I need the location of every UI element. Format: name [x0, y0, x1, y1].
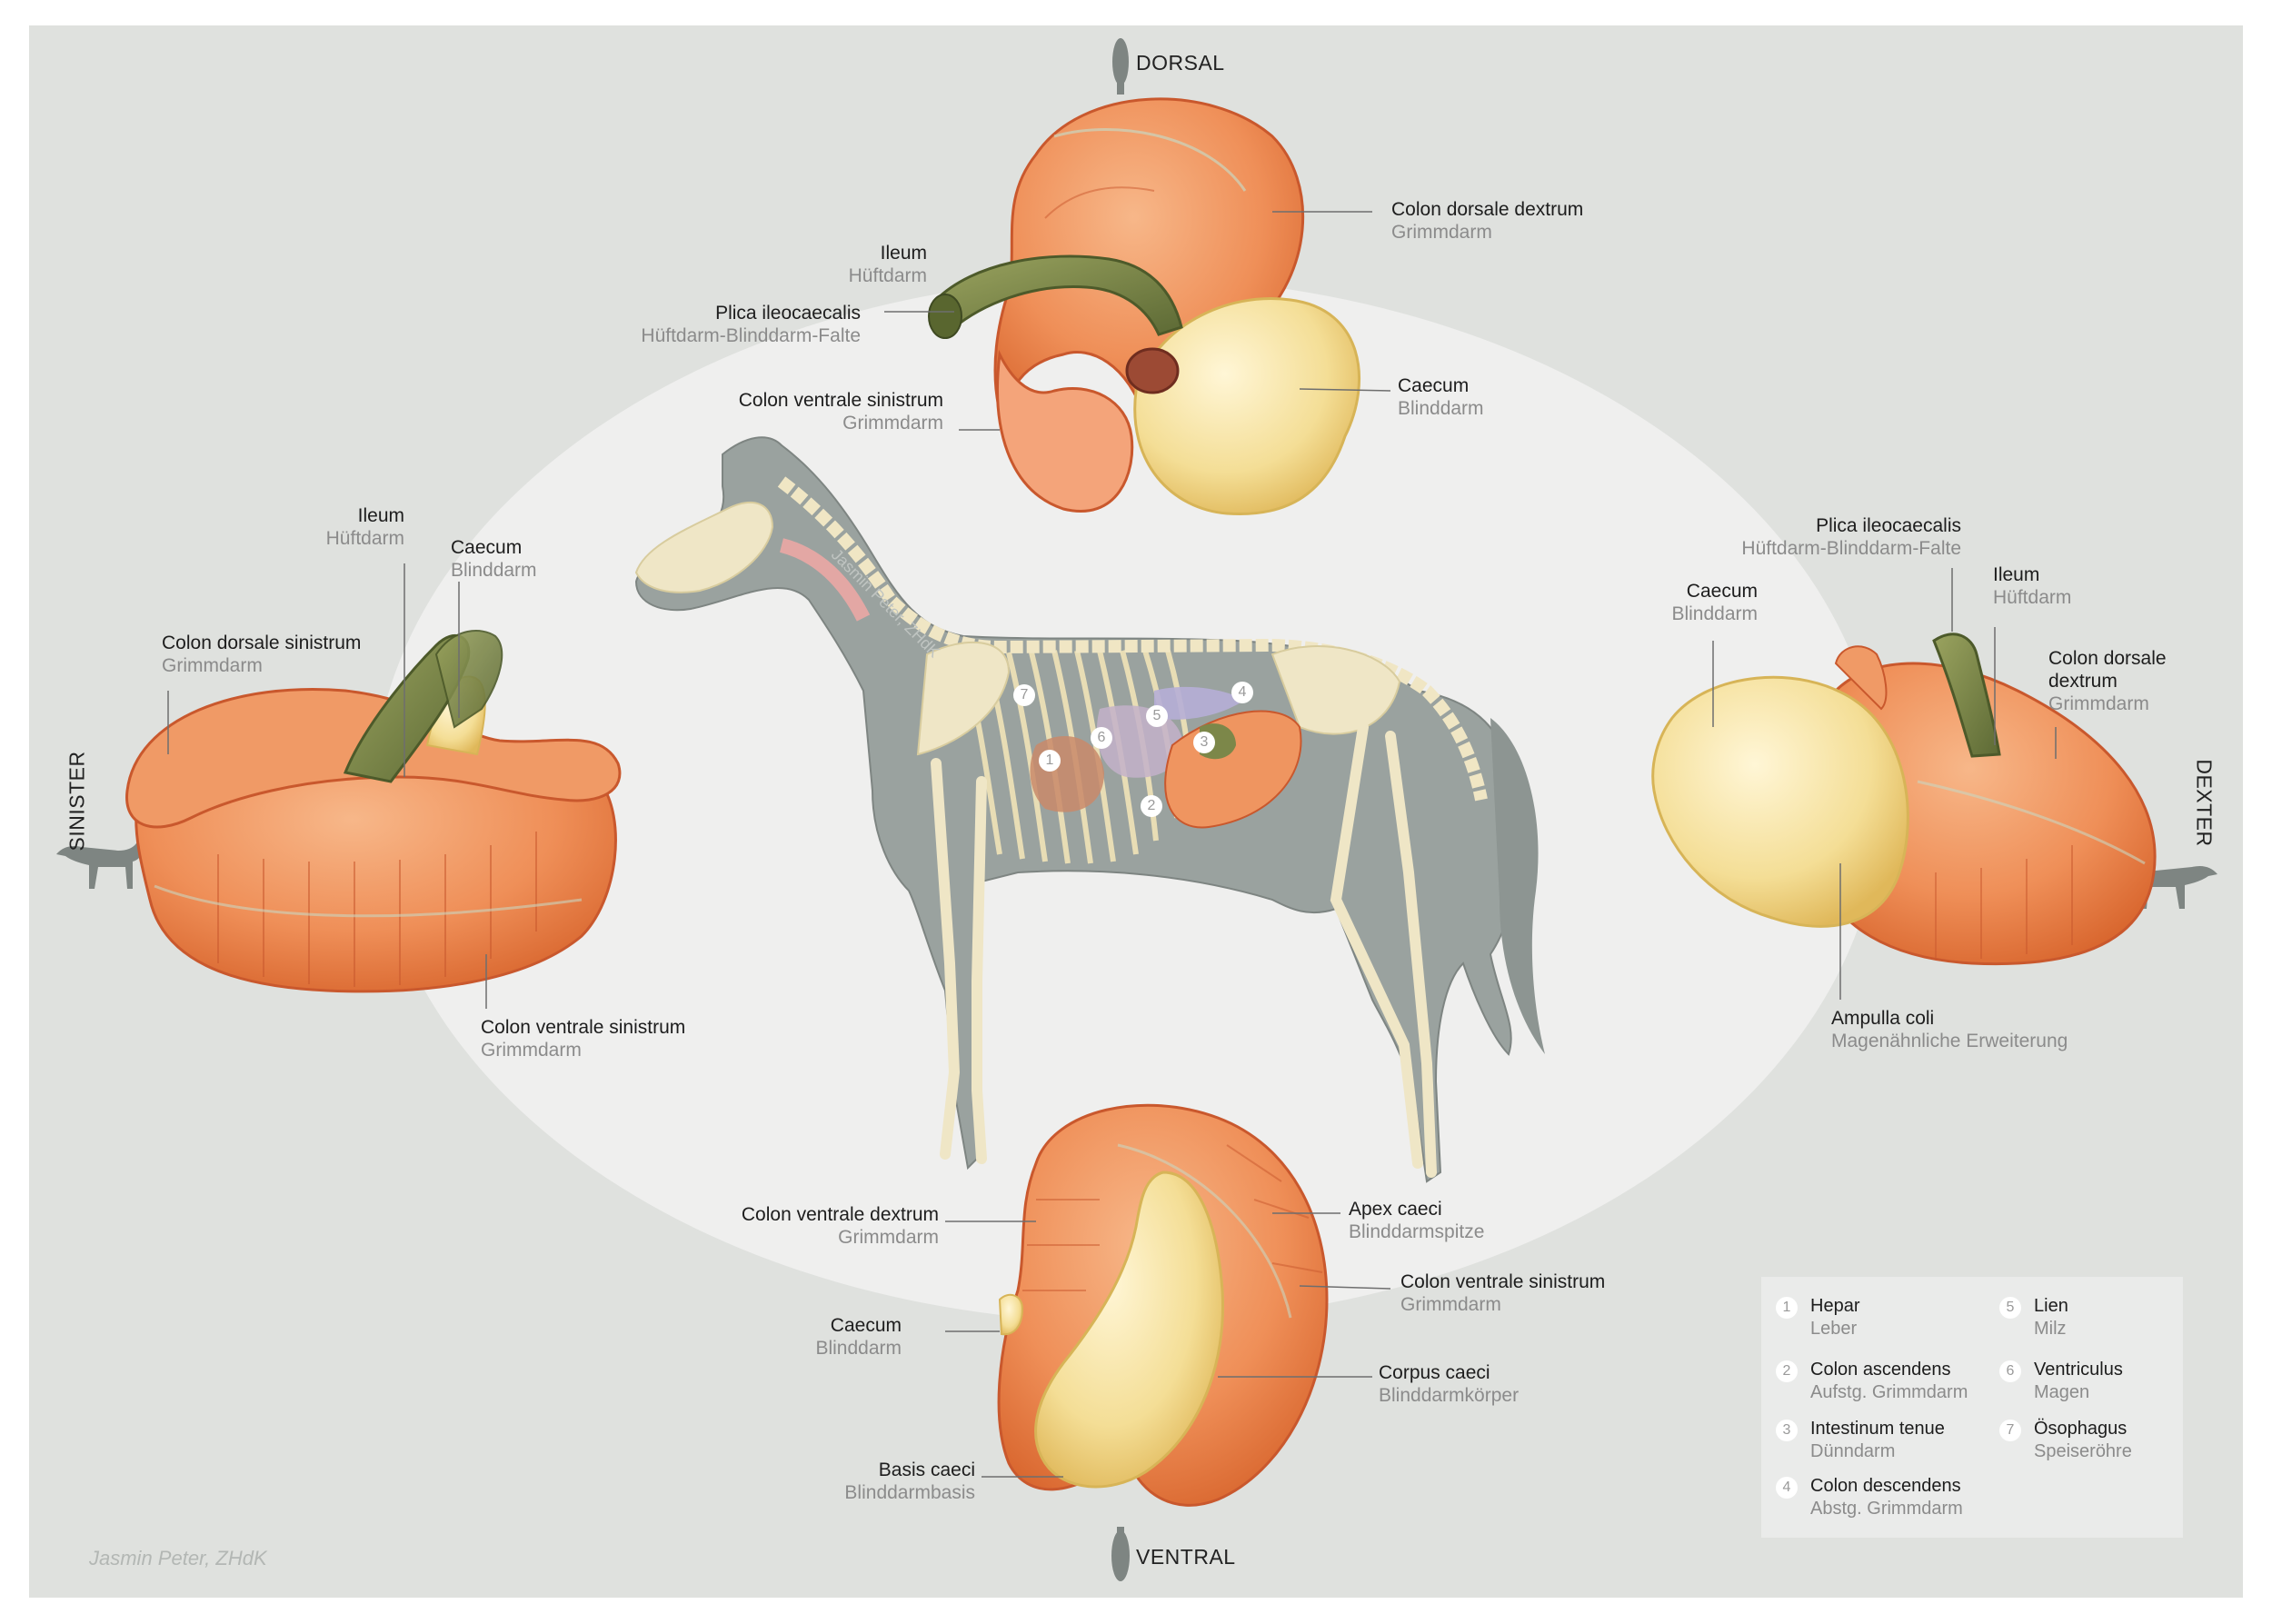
direction-sinister: SINISTER: [65, 751, 89, 852]
horse-skeleton-figure: [634, 436, 1545, 1183]
legend-sub: Speiseröhre: [2034, 1441, 2132, 1461]
dexter-ileum: [1932, 633, 2001, 758]
label-dorsal-colon-ventrale-sinistrum: Colon ventrale sinistrum Grimmdarm: [738, 390, 943, 434]
dorsal-intestine-view: [928, 97, 1360, 516]
label-dorsal-plica: Plica ileocaecalis Hüftdarm-Blinddarm-Fa…: [641, 303, 861, 347]
marker-2: 2: [1141, 795, 1162, 817]
horse-front-silhouette-top: [1112, 38, 1129, 95]
marker-3: 3: [1193, 732, 1215, 753]
legend-number: 7: [1999, 1420, 2021, 1441]
label-sinister-colon-ventrale-sinistrum: Colon ventrale sinistrum Grimmdarm: [481, 1017, 686, 1061]
label-ventral-apex: Apex caeci Blinddarmspitze: [1349, 1199, 1485, 1243]
leader-lines: [167, 211, 2057, 1478]
marker-6: 6: [1091, 727, 1112, 749]
label-dexter-plica: Plica ileocaecalis Hüftdarm-Blinddarm-Fa…: [1741, 515, 1961, 560]
label-dexter-caecum: Caecum Blinddarm: [1671, 581, 1758, 625]
label-sinister-caecum: Caecum Blinddarm: [451, 537, 537, 582]
label-ventral-colon-ventrale-dextrum: Colon ventrale dextrum Grimmdarm: [741, 1204, 939, 1249]
label-dorsal-colon-dorsale-dextrum: Colon dorsale dextrum Grimmdarm: [1391, 199, 1584, 244]
label-ventral-caecum: Caecum Blinddarm: [815, 1315, 902, 1360]
legend-number: 1: [1776, 1297, 1798, 1319]
marker-1: 1: [1039, 750, 1061, 772]
dexter-colon-upper: [1834, 645, 1888, 711]
legend-number: 5: [1999, 1297, 2021, 1319]
dexter-caecum: [1651, 675, 1909, 928]
legend-sub: Aufstg. Grimmdarm: [1810, 1382, 1968, 1402]
legend-main: Hepar: [1810, 1296, 1860, 1316]
dexter-intestine-view: [1651, 633, 2157, 966]
dorsal-caecum: [1133, 297, 1360, 516]
legend-main: Ösophagus: [2034, 1419, 2128, 1439]
label-ventral-basis: Basis caeci Blinddarmbasis: [844, 1460, 975, 1504]
horse-spine: [777, 476, 1488, 802]
horse-side-silhouette-right: [2127, 854, 2217, 909]
legend-number: 6: [1999, 1360, 2021, 1382]
legend-sub: Leber: [1810, 1319, 1858, 1339]
legend-main: Intestinum tenue: [1810, 1419, 1945, 1439]
legend-main: Colon ascendens: [1810, 1360, 1951, 1380]
label-dorsal-caecum: Caecum Blinddarm: [1398, 375, 1484, 420]
marker-5: 5: [1146, 705, 1168, 727]
horse-side-silhouette-left: [56, 834, 147, 889]
label-dexter-colon-dorsale-dextrum: Colon dorsale dextrum Grimmdarm: [2048, 648, 2167, 715]
label-ventral-colon-ventrale-sinistrum: Colon ventrale sinistrum Grimmdarm: [1400, 1271, 1606, 1316]
sinister-intestine-view: [125, 630, 622, 993]
horse-rear-silhouette-bottom: [1111, 1527, 1130, 1581]
direction-ventral: VENTRAL: [1136, 1545, 1236, 1569]
horse-skull: [634, 501, 774, 593]
marker-4: 4: [1231, 682, 1253, 703]
horse-scapula: [916, 641, 1011, 756]
dorsal-ileum: [934, 254, 1183, 336]
horse-legs: [931, 722, 1437, 1178]
legend-main: Lien: [2034, 1296, 2068, 1316]
label-ventral-corpus: Corpus caeci Blinddarmkörper: [1379, 1362, 1520, 1407]
horse-pelvis: [1271, 645, 1401, 735]
marker-7: 7: [1013, 684, 1035, 706]
legend-sub: Abstg. Grimmdarm: [1810, 1499, 1963, 1519]
label-dorsal-ileum: Ileum Hüftdarm: [848, 243, 927, 287]
horse-esophagus: [779, 538, 871, 622]
legend-main: Colon descendens: [1810, 1476, 1961, 1496]
dorsal-colon-opening: [1125, 347, 1180, 394]
label-dexter-ileum: Ileum Hüftdarm: [1993, 564, 2072, 609]
legend-number: 4: [1776, 1477, 1798, 1499]
legend-sub: Dünndarm: [1810, 1441, 1896, 1461]
ventral-intestine-view: [997, 1103, 1329, 1507]
legend-main: Ventriculus: [2034, 1360, 2123, 1380]
direction-dorsal: DORSAL: [1136, 51, 1225, 75]
ventral-caecum-side: [998, 1293, 1024, 1336]
label-sinister-ileum: Ileum Hüftdarm: [325, 505, 404, 550]
dorsal-colon-ventral-loop: [996, 349, 1134, 513]
horse-spleen: [1154, 686, 1245, 720]
label-dexter-ampulla: Ampulla coli Magenähnliche Erweiterung: [1831, 1008, 2068, 1052]
sinister-caecum-base: [434, 630, 503, 729]
author-credit: Jasmin Peter, ZHdK: [89, 1547, 267, 1569]
legend-sub: Magen: [2034, 1382, 2090, 1402]
legend-number: 2: [1776, 1360, 1798, 1382]
direction-dexter: DEXTER: [2192, 759, 2217, 847]
legend-number: 3: [1776, 1420, 1798, 1441]
label-sinister-colon-dorsale-sinistrum: Colon dorsale sinistrum Grimmdarm: [162, 633, 362, 677]
legend-sub: Milz: [2034, 1319, 2067, 1339]
horse-tail: [1490, 718, 1545, 1054]
